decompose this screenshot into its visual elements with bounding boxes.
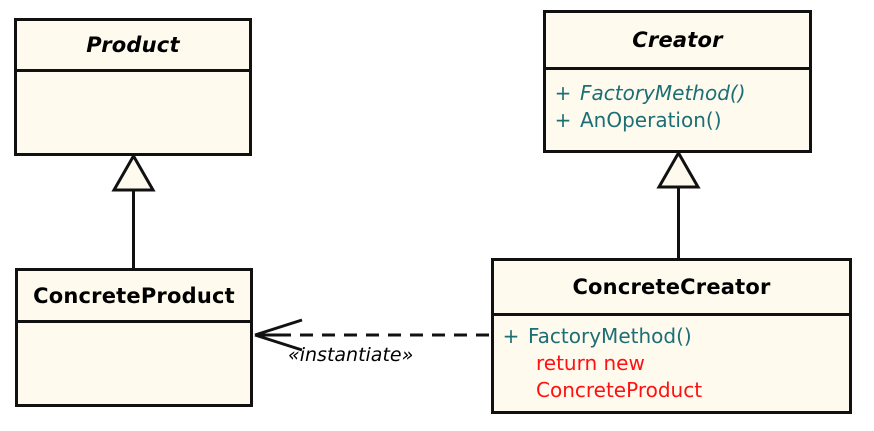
operation-name: FactoryMethod() [528, 324, 692, 348]
generalization-triangle-left [111, 152, 156, 192]
class-title-creator: Creator [546, 13, 809, 70]
class-body-creator: + FactoryMethod() + AnOperation() [546, 70, 809, 150]
class-body-concrete-creator: + FactoryMethod() return new ConcretePro… [494, 316, 849, 411]
class-body-concrete-product [18, 323, 250, 404]
operation-name: FactoryMethod() [580, 81, 746, 105]
operation-row[interactable]: + FactoryMethod() [494, 323, 849, 350]
generalization-triangle-right [656, 149, 701, 189]
operation-note-line: return new [536, 351, 645, 375]
dependency-label-instantiate: «instantiate» [288, 344, 414, 366]
class-box-concrete-creator[interactable]: ConcreteCreator + FactoryMethod() return… [491, 258, 852, 414]
operation-visibility: + [554, 81, 572, 105]
generalization-concrete-creator-to-creator [656, 149, 701, 259]
operation-row[interactable]: + FactoryMethod() [546, 80, 809, 107]
class-box-creator[interactable]: Creator + FactoryMethod() + AnOperation(… [543, 10, 812, 153]
class-title-concrete-product: ConcreteProduct [18, 271, 250, 323]
operation-row[interactable]: + AnOperation() [546, 107, 809, 134]
operation-name: AnOperation() [580, 108, 722, 132]
class-body-product [17, 72, 249, 153]
class-box-product[interactable]: Product [14, 18, 252, 156]
class-title-product: Product [17, 21, 249, 72]
operation-note-line: ConcreteProduct [536, 378, 703, 402]
operation-visibility: + [502, 324, 520, 348]
class-box-concrete-product[interactable]: ConcreteProduct [15, 268, 253, 407]
operation-visibility: + [554, 108, 572, 132]
generalization-concrete-product-to-product [111, 152, 156, 269]
class-title-concrete-creator: ConcreteCreator [494, 261, 849, 316]
